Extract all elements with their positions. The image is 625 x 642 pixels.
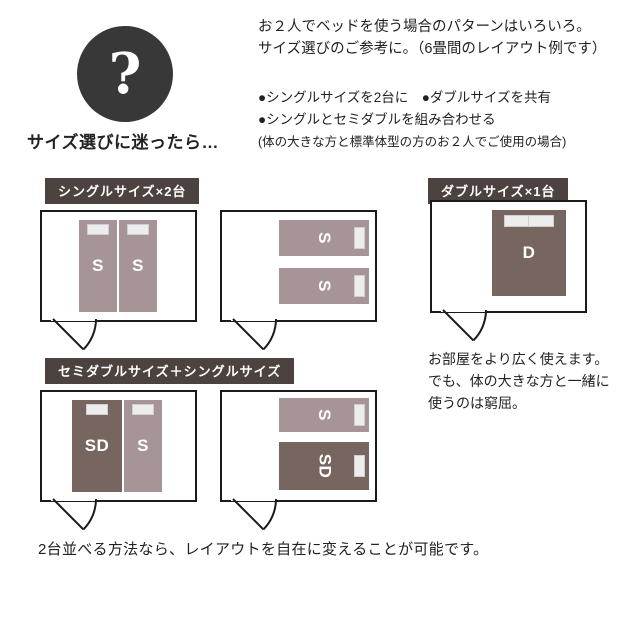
double-size-note: お部屋をより広く使えます。 でも、体の大きな方と一緒に 使うのは窮屈。 <box>428 348 610 414</box>
door-swing-icon <box>231 317 277 351</box>
bullet-line-1: ●シングルサイズを2台に ●ダブルサイズを共有 <box>258 90 552 105</box>
door-swing-icon <box>51 497 97 531</box>
bed-semidouble: SD <box>279 442 369 490</box>
pillow <box>504 215 530 227</box>
pattern-bullets: ●シングルサイズを2台に ●ダブルサイズを共有 ●シングルとセミダブルを組み合わ… <box>258 87 566 153</box>
badge-double-x1: ダブルサイズ×1台 <box>428 178 569 204</box>
pillow <box>354 455 365 477</box>
double-note-line-3: 使うのは窮屈。 <box>428 395 526 411</box>
badge-single-x2: シングルサイズ×2台 <box>45 178 200 204</box>
badge-semi-plus-single: セミダブルサイズ＋シングルサイズ <box>45 358 295 384</box>
bed-label: S <box>315 232 334 244</box>
bed-single: S <box>79 220 117 312</box>
question-mark-icon: ? <box>108 41 142 107</box>
room-two-singles-vertical: S S <box>40 210 197 351</box>
bed-single: S <box>279 268 369 304</box>
caption-size-help: サイズ選びに迷ったら… <box>27 133 219 152</box>
pillow <box>132 404 154 415</box>
pillow <box>354 227 365 249</box>
pillow <box>87 224 109 235</box>
pillow <box>354 404 365 426</box>
door-swing-icon <box>441 308 487 342</box>
pillow <box>354 275 365 297</box>
room-one-double: D <box>430 200 587 342</box>
pillow <box>528 215 554 227</box>
bed-single: S <box>279 220 369 256</box>
bed-double: D <box>492 210 566 296</box>
intro-line-2: サイズ選びのご参考に。（6畳間のレイアウト例です） <box>258 41 607 57</box>
bed-label: SD <box>84 436 110 455</box>
question-circle: ? <box>77 26 173 122</box>
room-semi-plus-single-vertical: SD S <box>40 390 197 531</box>
bed-semidouble: SD <box>72 400 122 492</box>
room-semi-plus-single-horizontal: S SD <box>220 390 377 531</box>
intro-text: お２人でベッドを使う場合のパターンはいろいろ。 サイズ選びのご参考に。（6畳間の… <box>258 16 606 60</box>
pillow <box>127 224 149 235</box>
bed-label: S <box>137 436 149 455</box>
door-swing-icon <box>231 497 277 531</box>
door-swing-icon <box>51 317 97 351</box>
bed-label: SD <box>315 453 334 479</box>
double-note-line-1: お部屋をより広く使えます。 <box>428 351 609 367</box>
bed-single: S <box>279 398 369 432</box>
pillow <box>86 404 108 415</box>
bed-label: S <box>132 256 144 275</box>
room-two-singles-horizontal: S S <box>220 210 377 351</box>
bed-single: S <box>119 220 157 312</box>
bed-label: S <box>315 409 334 421</box>
intro-line-1: お２人でベッドを使う場合のパターンはいろいろ。 <box>258 19 591 35</box>
bed-label: S <box>92 256 104 275</box>
double-note-line-2: でも、体の大きな方と一緒に <box>428 373 610 389</box>
bed-label: D <box>522 243 536 262</box>
bed-single: S <box>124 400 162 492</box>
bullet-line-2: ●シングルとセミダブルを組み合わせる <box>258 112 496 127</box>
bullet-note: (体の大きな方と標準体型の方のお２人でご使用の場合) <box>258 135 567 149</box>
footer-note: 2台並べる方法なら、レイアウトを自在に変えることが可能です。 <box>38 541 489 558</box>
bed-label: S <box>315 280 334 292</box>
